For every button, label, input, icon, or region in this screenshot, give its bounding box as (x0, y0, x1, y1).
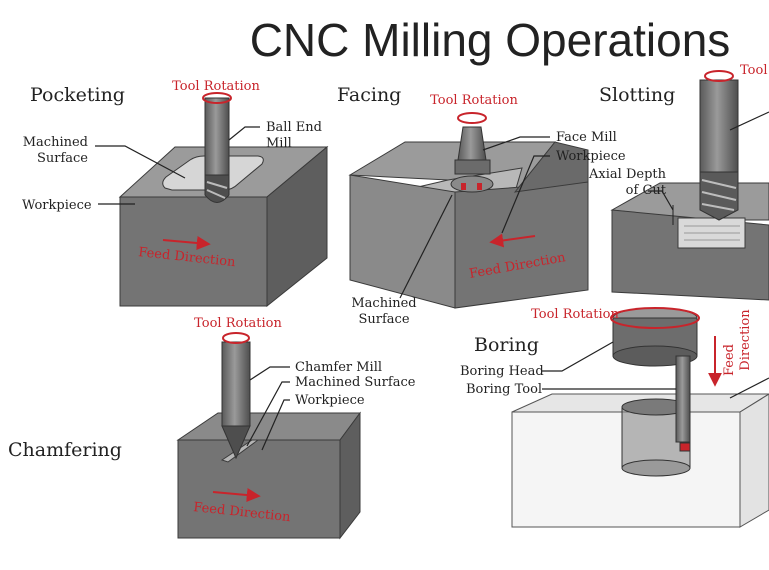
pocketing-block-side (266, 145, 328, 308)
pocketing-tool-label-1: Ball End (266, 120, 322, 135)
chamfering-surface-leader (246, 381, 290, 447)
facing-tool-holder (454, 159, 491, 175)
chamfering-block-front (177, 439, 341, 539)
boring-diagram: Boring Tool Rotation Feed Direction Bori… (460, 307, 769, 528)
chamfering-block-top (176, 412, 361, 441)
facing-insert-2 (477, 183, 482, 190)
pocketing-workpiece-label: Workpiece (22, 198, 92, 213)
slotting-tool-rotation-label: Tool (740, 63, 767, 78)
boring-title: Boring (474, 334, 539, 356)
chamfering-tool-shank (221, 341, 251, 427)
pocketing-tool-label-2: Mill (266, 136, 292, 151)
boring-tool-insert (679, 442, 691, 452)
boring-tool-bar (675, 355, 691, 443)
boring-feed-label-1: Feed (722, 344, 737, 376)
facing-surface-leader (399, 194, 453, 299)
facing-block-front (454, 181, 589, 309)
slotting-diagram: Slotting Tool Axial Depth of Cut (588, 63, 769, 301)
facing-tool-leader (482, 136, 550, 151)
pocketing-feed-arrow (162, 236, 211, 250)
facing-feed-arrow (489, 233, 536, 248)
boring-block-side (739, 393, 769, 528)
chamfering-block-side (339, 411, 361, 540)
pocketing-ball-end-flutes (204, 174, 230, 203)
boring-head-leader (541, 341, 614, 372)
slotting-flute-lines (701, 179, 737, 211)
chamfering-diagram: Chamfering Tool Rotation Feed Direction … (8, 316, 416, 540)
boring-block-leader (729, 377, 769, 399)
pocketing-diagram: Pocketing Tool Rotation Feed Direction M… (22, 79, 329, 308)
slotting-tool-shank (699, 79, 739, 173)
slotting-depth-label-2: of Cut (626, 183, 667, 198)
boring-tool-rotation-label: Tool Rotation (531, 307, 619, 322)
facing-diagram: Facing Tool Rotation Feed Direction Face… (337, 84, 626, 327)
slotting-slot-lines (684, 225, 740, 241)
boring-rotation-arrow (610, 307, 700, 329)
facing-block-left (349, 174, 456, 309)
boring-hole-bottom (621, 459, 691, 477)
pocketing-flute-lines (206, 181, 228, 199)
pocketing-surface-label-1: Machined (23, 135, 88, 150)
facing-workpiece-leader (501, 155, 550, 234)
chamfering-feed-arrow (212, 488, 261, 502)
pocketing-rotation-arrow (202, 92, 232, 104)
chamfering-tool-tip (221, 425, 251, 460)
facing-surface-label-1: Machined (351, 296, 416, 311)
facing-tool-rotation-label: Tool Rotation (430, 93, 518, 108)
pocketing-surface-leader (95, 145, 186, 179)
chamfering-title: Chamfering (8, 439, 122, 461)
facing-insert-1 (461, 183, 466, 190)
facing-block-right (513, 141, 589, 193)
pocketing-tool-leader (228, 126, 260, 141)
facing-mill-body (450, 175, 494, 193)
facing-workpiece-label: Workpiece (556, 149, 626, 164)
boring-head-label: Boring Head (460, 364, 544, 379)
chamfering-tool-label: Chamfer Mill (295, 360, 382, 375)
slotting-tool-leader (729, 111, 769, 131)
pocketing-title: Pocketing (30, 84, 125, 106)
slotting-title: Slotting (599, 84, 675, 106)
slotting-rotation-arrow (704, 70, 734, 82)
chamfering-surface-label: Machined Surface (295, 375, 416, 390)
pocketing-surface-label-2: Surface (37, 151, 88, 166)
facing-tool-label: Face Mill (556, 130, 617, 145)
chamfering-chamfer-edge (220, 439, 260, 463)
facing-title: Facing (337, 84, 401, 106)
boring-feed-label-2: Direction (738, 309, 753, 371)
pocketing-tool-rotation-label: Tool Rotation (172, 79, 260, 94)
chamfering-workpiece-label: Workpiece (295, 393, 365, 408)
facing-surface-label-2: Surface (358, 312, 409, 327)
slotting-depth-label-1: Axial Depth (588, 167, 667, 182)
boring-tool-label: Boring Tool (466, 382, 542, 397)
chamfering-tool-leader (249, 366, 290, 381)
pocketing-tool-shank (204, 97, 230, 181)
slotting-depth-leader (648, 190, 674, 211)
chamfering-tool-rotation-label: Tool Rotation (194, 316, 282, 331)
chamfering-workpiece-leader (261, 399, 290, 451)
facing-tool-taper (457, 126, 487, 161)
facing-rotation-arrow (457, 112, 487, 124)
page-title: CNC Milling Operations (250, 14, 731, 66)
chamfering-rotation-arrow (222, 332, 250, 344)
